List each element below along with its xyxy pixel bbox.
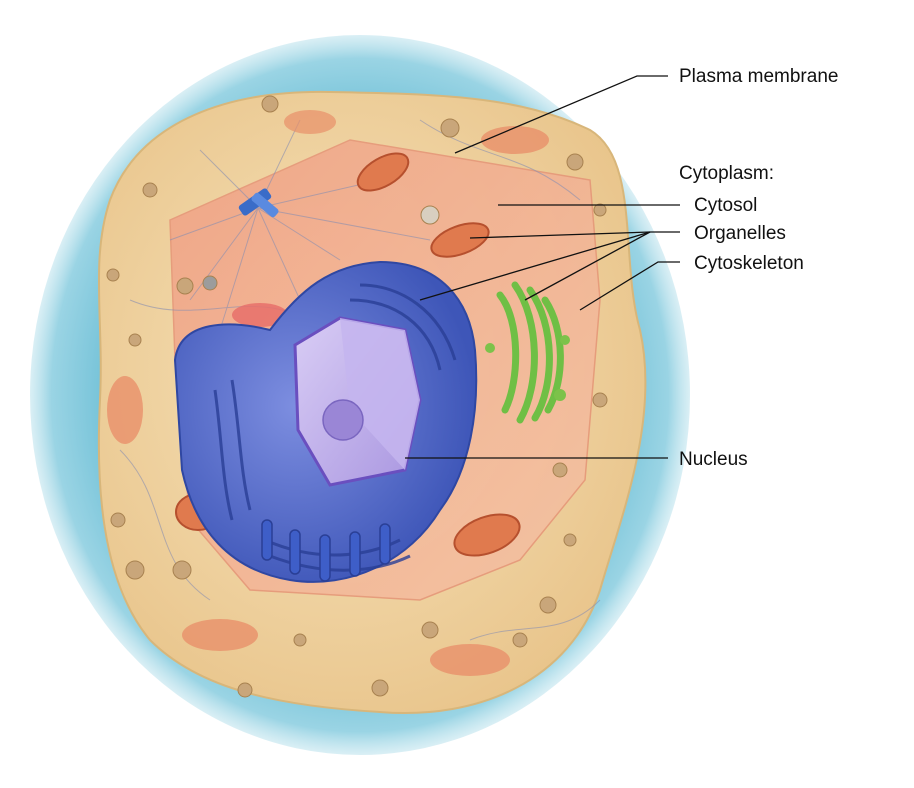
mitochondrion [232,303,288,327]
label-cytoplasm: Cytoplasm: [679,163,775,184]
mitochondrion [453,513,521,557]
mitochondrion [481,126,549,154]
label-plasma-membrane: Plasma membrane [679,66,839,87]
label-cytosol: Cytosol [694,195,758,216]
leader-plasma-membrane [454,75,668,154]
label-cytoskeleton: Cytoskeleton [694,253,804,274]
leader-organelles-mito [469,231,651,239]
leader-cytoskeleton [579,261,680,311]
label-organelles: Organelles [694,223,786,244]
nucleus-cut-face [340,318,420,470]
leader-organelles-golgi [524,231,651,301]
label-nucleus: Nucleus [679,449,748,470]
mitochondrion [430,644,510,676]
leader-lines [405,75,680,459]
vesicles [106,95,608,698]
golgi-apparatus [485,281,570,424]
nucleolus [322,399,364,441]
mitochondrion [107,376,143,444]
nucleus-complex [173,260,478,583]
mitochondrion [430,222,490,258]
cytoskeleton-filaments [119,119,601,641]
centrosome [238,188,279,218]
mitochondrion [182,619,258,651]
mitochondrion [356,152,410,192]
mitochondrion [284,110,336,134]
